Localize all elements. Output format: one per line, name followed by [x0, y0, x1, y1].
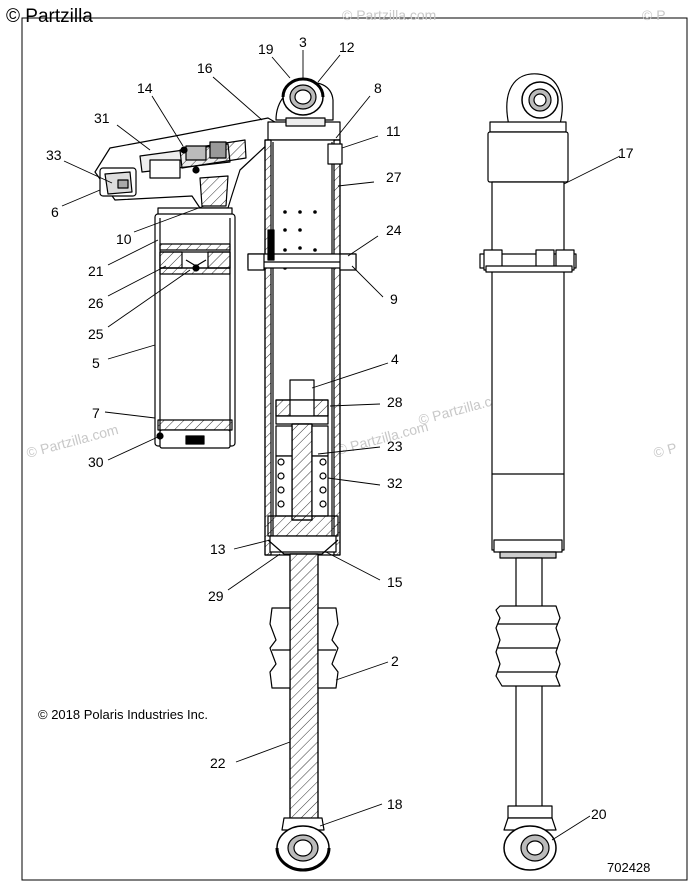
- copyright-notice: © 2018 Polaris Industries Inc.: [38, 707, 208, 722]
- watermark-corner: © Partzilla: [6, 6, 93, 27]
- leader-lines: [61, 50, 621, 841]
- callout-12: 12: [339, 39, 355, 55]
- callout-14: 14: [137, 80, 153, 96]
- callout-5: 5: [92, 355, 100, 371]
- watermark: © Partzilla.com: [335, 418, 430, 458]
- watermark: © Partzilla.com: [342, 7, 436, 23]
- callout-17: 17: [618, 145, 634, 161]
- page-border: [21, 17, 688, 881]
- callout-32: 32: [387, 475, 403, 491]
- shock-cross-section: [247, 77, 357, 872]
- reservoir-assembly: [94, 117, 281, 449]
- callout-24: 24: [386, 222, 402, 238]
- callout-6: 6: [51, 204, 59, 220]
- callout-28: 28: [387, 394, 403, 410]
- callout-8: 8: [374, 80, 382, 96]
- callout-11: 11: [386, 123, 401, 139]
- callout-labels: 19 3 12 16 8 14 11 31 33 27 6 10 24 21 9…: [46, 34, 634, 822]
- callout-23: 23: [387, 438, 403, 454]
- callout-33: 33: [46, 147, 62, 163]
- callout-20: 20: [591, 806, 607, 822]
- callout-13: 13: [210, 541, 226, 557]
- diagram-id: 702428: [607, 860, 650, 875]
- callout-4: 4: [391, 351, 399, 367]
- callout-22: 22: [210, 755, 226, 771]
- callout-30: 30: [88, 454, 104, 470]
- callout-29: 29: [208, 588, 224, 604]
- callout-31: 31: [94, 110, 110, 126]
- callout-21: 21: [88, 263, 104, 279]
- watermark: © Partzilla.com: [25, 421, 120, 461]
- watermark: © P: [642, 7, 666, 23]
- watermark: © P: [652, 439, 679, 461]
- callout-25: 25: [88, 326, 104, 342]
- callout-27: 27: [386, 169, 402, 185]
- callout-9: 9: [390, 291, 398, 307]
- shock-exterior: [479, 73, 577, 871]
- callout-18: 18: [387, 796, 403, 812]
- callout-15: 15: [387, 574, 403, 590]
- callout-19: 19: [258, 41, 274, 57]
- callout-7: 7: [92, 405, 100, 421]
- callout-16: 16: [197, 60, 213, 76]
- callout-26: 26: [88, 295, 104, 311]
- callout-3: 3: [299, 34, 307, 50]
- callout-10: 10: [116, 231, 132, 247]
- callout-2: 2: [391, 653, 399, 669]
